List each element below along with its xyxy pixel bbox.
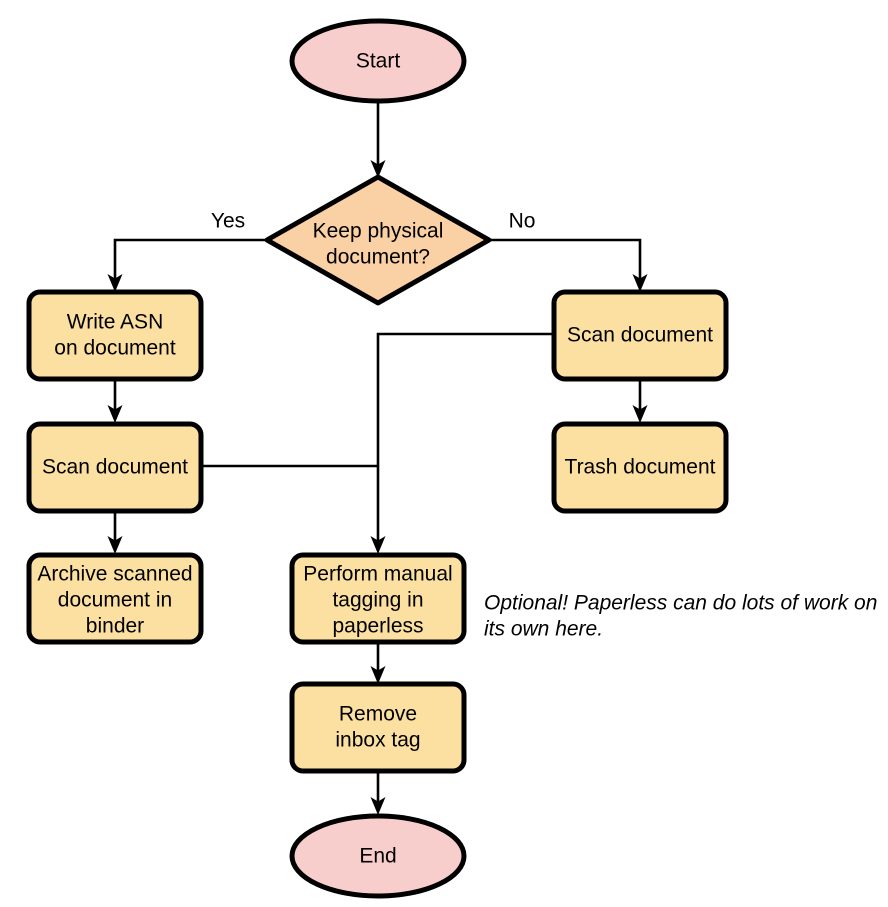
- edge-arrowhead: [370, 160, 386, 178]
- node-decision-label-line2: document?: [326, 246, 430, 269]
- edge-line: [113, 238, 265, 280]
- node-write-asn[interactable]: Write ASN on document: [26, 289, 204, 382]
- edge-arrowhead: [107, 536, 123, 554]
- edge-write-asn-to-scan-left: [107, 380, 123, 423]
- node-end[interactable]: End: [289, 813, 467, 899]
- edge-arrowhead: [107, 274, 123, 292]
- node-tagging-label-line1: Perform manual: [303, 563, 452, 586]
- node-start[interactable]: Start: [289, 18, 467, 104]
- edge-scan-left-to-archive: [107, 512, 123, 554]
- node-start-label: Start: [356, 50, 401, 73]
- edge-remove-inbox-to-end: [370, 772, 386, 815]
- edge-decision-to-scan-right: [491, 238, 648, 292]
- edge-scan-right-to-trash: [632, 380, 648, 423]
- write-asn-box-shape[interactable]: [26, 289, 204, 382]
- node-decision[interactable]: Keep physical document?: [264, 174, 492, 306]
- node-end-label: End: [359, 845, 396, 868]
- decision-diamond-shape[interactable]: [264, 174, 492, 306]
- node-tagging-label-line2: tagging in: [332, 589, 423, 612]
- node-archive-label-line1: Archive scanned: [37, 563, 192, 586]
- node-scan-right-label: Scan document: [567, 324, 713, 347]
- node-archive-label-line3: binder: [86, 615, 144, 638]
- edges-layer: [107, 102, 648, 815]
- remove-inbox-box-shape[interactable]: [289, 681, 467, 774]
- edge-start-to-decision: [370, 102, 386, 178]
- node-scan-left-label: Scan document: [42, 456, 188, 479]
- trash-box-shape[interactable]: [551, 421, 729, 514]
- node-tagging[interactable]: Perform manual tagging in paperless: [289, 552, 467, 645]
- edge-line: [376, 332, 552, 542]
- edge-labels-layer: Yes No: [211, 210, 536, 233]
- node-trash-label: Trash document: [565, 456, 716, 479]
- edge-arrowhead: [370, 666, 386, 684]
- optional-note-line2: its own here.: [484, 618, 603, 641]
- start-ellipse-shape[interactable]: [289, 18, 467, 104]
- edge-decision-to-write-asn: [107, 238, 265, 292]
- node-remove-inbox-label-line2: inbox tag: [335, 729, 420, 752]
- archive-box-shape[interactable]: [26, 552, 204, 645]
- node-remove-inbox-label-line1: Remove: [339, 703, 417, 726]
- tagging-box-shape[interactable]: [289, 552, 467, 645]
- node-archive[interactable]: Archive scanned document in binder: [26, 552, 204, 645]
- edge-label-no: No: [509, 210, 536, 233]
- edge-arrowhead: [632, 405, 648, 423]
- edge-arrowhead: [632, 274, 648, 292]
- edge-arrowhead: [370, 536, 386, 554]
- edge-label-yes: Yes: [211, 210, 245, 233]
- edge-scan-right-to-tagging: [370, 332, 552, 554]
- annotation-optional-note: Optional! Paperless can do lots of work …: [484, 592, 877, 641]
- node-archive-label-line2: document in: [58, 589, 172, 612]
- edge-line: [491, 238, 642, 280]
- node-write-asn-label-line1: Write ASN: [67, 311, 163, 334]
- node-tagging-label-line3: paperless: [332, 615, 423, 638]
- end-ellipse-shape[interactable]: [289, 813, 467, 899]
- edge-arrowhead: [107, 405, 123, 423]
- node-scan-right[interactable]: Scan document: [551, 289, 729, 382]
- node-decision-label-line1: Keep physical: [313, 220, 444, 243]
- node-remove-inbox[interactable]: Remove inbox tag: [289, 681, 467, 774]
- node-scan-left[interactable]: Scan document: [26, 421, 204, 514]
- optional-note-line1: Optional! Paperless can do lots of work …: [484, 592, 877, 615]
- edge-tagging-to-remove-inbox: [370, 643, 386, 684]
- scan-left-box-shape[interactable]: [26, 421, 204, 514]
- edge-arrowhead: [370, 797, 386, 815]
- node-write-asn-label-line2: on document: [54, 337, 176, 360]
- scan-right-box-shape[interactable]: [551, 289, 729, 382]
- node-trash[interactable]: Trash document: [551, 421, 729, 514]
- nodes-layer: Start Keep physical document? Write ASN …: [26, 18, 729, 899]
